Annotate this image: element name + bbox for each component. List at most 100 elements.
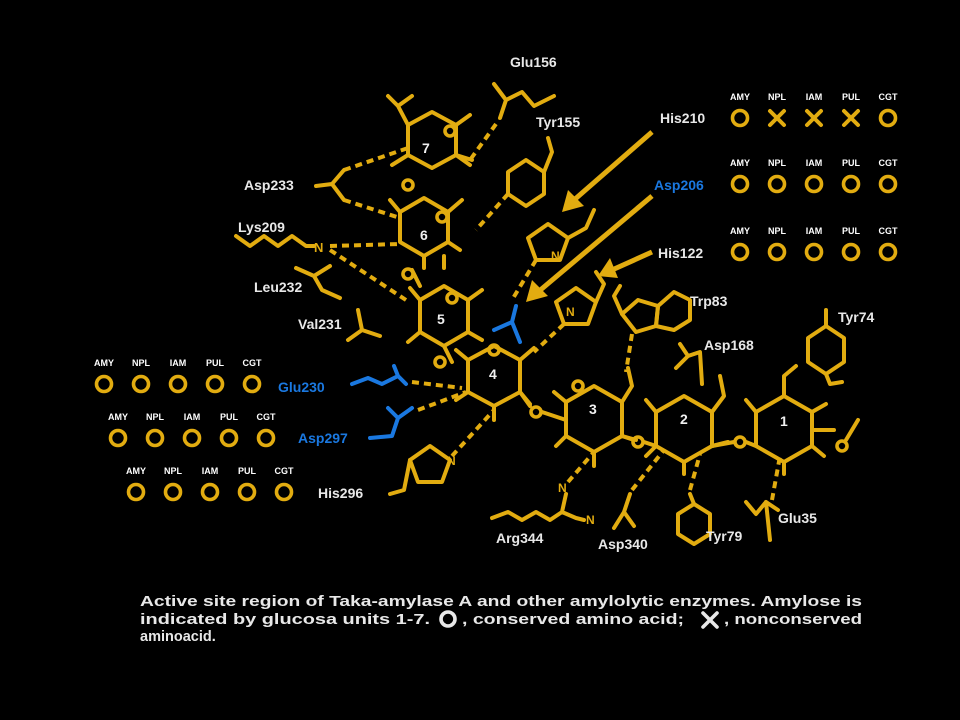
enzyme-header-amy: AMY (730, 158, 750, 168)
enzyme-header-cgt: CGT (879, 92, 899, 102)
asp206-arrow (526, 194, 654, 302)
glucose-unit-3-number: 3 (589, 401, 597, 417)
his296-n-label: N (447, 454, 456, 468)
arg344-n-label-2: N (586, 513, 595, 527)
leu232-sidechain (294, 264, 342, 300)
enzyme-header-npl: NPL (132, 358, 151, 368)
his210-arrow (562, 130, 654, 212)
conserved-circle-icon (242, 374, 262, 394)
enzyme-header-amy: AMY (94, 358, 114, 368)
enzyme-header-cgt: CGT (243, 358, 263, 368)
nonconserved-cross-icon (805, 109, 823, 127)
label-his210: His210 (660, 110, 705, 126)
label-tyr79: Tyr79 (706, 528, 743, 544)
asp340-sidechain (612, 448, 666, 530)
caption-line-3: aminoacid. (140, 629, 216, 645)
enzyme-header-amy: AMY (730, 92, 750, 102)
conserved-circle-icon (730, 174, 750, 194)
trp83-sidechain (612, 284, 692, 373)
arg344-n-label-1: N (558, 481, 567, 495)
lys209-n-label: N (314, 240, 323, 255)
enzyme-header-amy: AMY (126, 466, 146, 476)
conserved-circle-icon (219, 428, 239, 448)
glucose-unit-7-number: 7 (422, 140, 430, 156)
enzyme-header-iam: IAM (184, 412, 201, 422)
label-asp168: Asp168 (704, 337, 754, 353)
caption-line-2c: , nonconserved (724, 612, 862, 628)
glu230-sidechain (350, 364, 463, 390)
enzyme-header-pul: PUL (220, 412, 239, 422)
label-his122: His122 (658, 245, 703, 261)
conserved-circle-icon (94, 374, 114, 394)
conserved-circle-icon (767, 242, 787, 262)
tyr74-sidechain (806, 308, 846, 386)
enzyme-header-cgt: CGT (879, 158, 899, 168)
conserved-circle-icon (878, 108, 898, 128)
arg344-sidechain: N N (490, 450, 596, 527)
enzyme-header-cgt: CGT (879, 226, 899, 236)
glucose-unit-4: 4 (454, 343, 543, 422)
his296-sidechain: N (388, 408, 496, 496)
conserved-legend-icon (439, 610, 457, 628)
conserved-circle-icon (274, 482, 294, 502)
enzyme-header-npl: NPL (768, 92, 787, 102)
enzyme-header-cgt: CGT (275, 466, 295, 476)
glucose-unit-2: 2 (631, 374, 730, 476)
label-asp206: Asp206 (654, 177, 704, 193)
tyr79-sidechain (676, 453, 712, 546)
nonconserved-cross-icon (842, 109, 860, 127)
conserved-circle-icon (108, 428, 128, 448)
label-glu35: Glu35 (778, 510, 817, 526)
conserved-circle-icon (841, 174, 861, 194)
enzyme-header-npl: NPL (768, 158, 787, 168)
enzyme-header-npl: NPL (768, 226, 787, 236)
enzyme-header-amy: AMY (108, 412, 128, 422)
caption-line-1: Active site region of Taka-amylase A and… (140, 594, 862, 610)
label-arg344: Arg344 (496, 530, 544, 546)
conserved-circle-icon (200, 482, 220, 502)
conserved-circle-icon (804, 242, 824, 262)
glucose-unit-4-number: 4 (489, 366, 497, 382)
conserved-circle-icon (126, 482, 146, 502)
asp297-sidechain (368, 390, 467, 440)
conserved-circle-icon (878, 174, 898, 194)
glucose-unit-5: 5 (401, 267, 484, 369)
blue-fragment (492, 304, 522, 344)
conserved-circle-icon (878, 242, 898, 262)
enzyme-header-pul: PUL (842, 226, 861, 236)
enzyme-header-npl: NPL (146, 412, 165, 422)
nonconserved-cross-icon (768, 109, 786, 127)
label-leu232: Leu232 (254, 279, 302, 295)
val231-sidechain (346, 308, 382, 342)
label-glu230: Glu230 (278, 379, 325, 395)
label-asp233: Asp233 (244, 177, 294, 193)
conserved-circle-icon (841, 242, 861, 262)
glu35-sidechain (744, 455, 782, 542)
his210-n-label: N (551, 249, 560, 263)
conservation-table-asp206: AMY NPL IAM PUL CGT (730, 158, 899, 194)
conserved-circle-icon (163, 482, 183, 502)
glu156-sidechain (468, 82, 556, 162)
glucose-unit-6: 6 (388, 178, 464, 270)
enzyme-header-pul: PUL (206, 358, 225, 368)
caption-line-2a: indicated by glucosa units 1-7. (140, 612, 430, 628)
glucose-unit-2-number: 2 (680, 411, 688, 427)
his122-n-label: N (566, 305, 575, 319)
conserved-circle-icon (131, 374, 151, 394)
lys209-sidechain: N (234, 234, 408, 302)
enzyme-header-pul: PUL (238, 466, 257, 476)
glucose-unit-3: 3 (552, 366, 638, 468)
enzyme-header-iam: IAM (202, 466, 219, 476)
glucose-unit-6-number: 6 (420, 227, 428, 243)
conserved-circle-icon (145, 428, 165, 448)
glucose-unit-1-number: 1 (780, 413, 788, 429)
enzyme-header-iam: IAM (806, 158, 823, 168)
label-tyr155: Tyr155 (536, 114, 580, 130)
conservation-tables: AMY NPL IAM PUL CGT AMY NPL IAM PUL CGT AMY NPL IAM P… (94, 92, 899, 502)
tyr155-sidechain (474, 136, 554, 232)
enzyme-header-pul: PUL (842, 158, 861, 168)
label-trp83: Trp83 (690, 293, 728, 309)
